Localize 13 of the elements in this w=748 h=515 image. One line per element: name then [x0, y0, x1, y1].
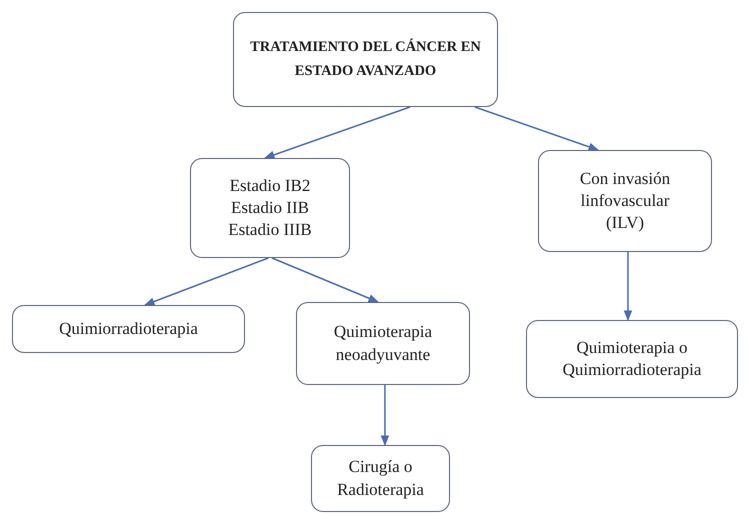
arrow: [272, 257, 379, 303]
arrow: [474, 106, 600, 151]
arrow: [264, 106, 410, 159]
arrow: [624, 252, 632, 322]
title-box: TRATAMIENTO DEL CÁNCER EN ESTADO AVANZADO: [233, 12, 498, 107]
process-box: Quimioterapia neoadyuvante: [296, 302, 470, 385]
process-box: Con invasión linfovascular (ILV): [538, 150, 712, 252]
process-box: Quimioterapia o Quimiorradioterapia: [526, 320, 738, 398]
process-box: Quimiorradioterapia: [12, 305, 245, 353]
process-box: Cirugía o Radioterapia: [311, 445, 450, 512]
process-box: Estadio IB2 Estadio IIB Estadio IIIB: [190, 158, 350, 258]
arrow: [144, 257, 269, 306]
arrow: [380, 385, 390, 446]
